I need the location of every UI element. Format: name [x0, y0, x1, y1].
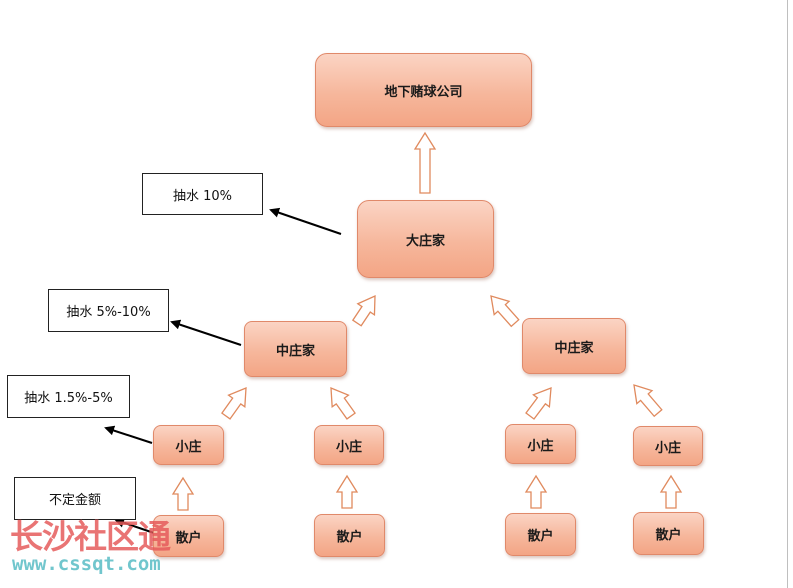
flow-arrow-main-to-top: [413, 131, 437, 194]
node-retail-3: 散户: [505, 513, 576, 556]
watermark-url: www.cssqt.com: [12, 553, 161, 575]
flow-arrow-retail3-to-small3: [524, 474, 548, 509]
flow-arrow-small3-to-midright: [525, 387, 552, 420]
node-mid-dealer-left: 中庄家: [244, 321, 347, 377]
pointer-arrow-mid-dealer-cut: [170, 319, 242, 346]
node-small-dealer-4: 小庄: [633, 426, 703, 466]
flow-arrow-retail4-to-small4: [659, 474, 683, 509]
flow-arrow-retail1-to-small1: [171, 476, 195, 511]
label-main-dealer-cut: 抽水 10%: [142, 173, 263, 215]
label-small-dealer-cut: 抽水 1.5%-5%: [7, 375, 130, 418]
node-main-dealer: 大庄家: [357, 200, 494, 278]
flow-arrow-small4-to-midright: [633, 384, 663, 418]
node-underground-betting-company: 地下赌球公司: [315, 53, 532, 127]
label-retail-amount: 不定金额: [14, 477, 136, 520]
flow-arrow-small1-to-midleft: [221, 387, 247, 420]
pointer-arrow-main-dealer-cut: [269, 207, 342, 235]
node-retail-1: 散户: [153, 515, 224, 557]
flow-arrow-midleft-to-main: [351, 294, 376, 327]
node-small-dealer-1: 小庄: [153, 425, 224, 465]
node-mid-dealer-right: 中庄家: [522, 318, 626, 374]
flow-arrow-small2-to-midleft: [330, 387, 356, 420]
label-mid-dealer-cut: 抽水 5%-10%: [48, 289, 169, 332]
node-retail-4: 散户: [633, 512, 704, 555]
flow-arrow-retail2-to-small2: [335, 474, 359, 509]
node-small-dealer-3: 小庄: [505, 424, 576, 464]
node-small-dealer-2: 小庄: [314, 425, 384, 465]
pointer-arrow-retail-amount: [114, 517, 155, 534]
node-retail-2: 散户: [314, 514, 385, 557]
flow-arrow-midright-to-main: [490, 295, 520, 328]
watermark-logo-text: 长沙社区通: [10, 517, 171, 556]
page-edge: [787, 0, 788, 588]
pointer-arrow-small-dealer-cut: [104, 425, 153, 444]
